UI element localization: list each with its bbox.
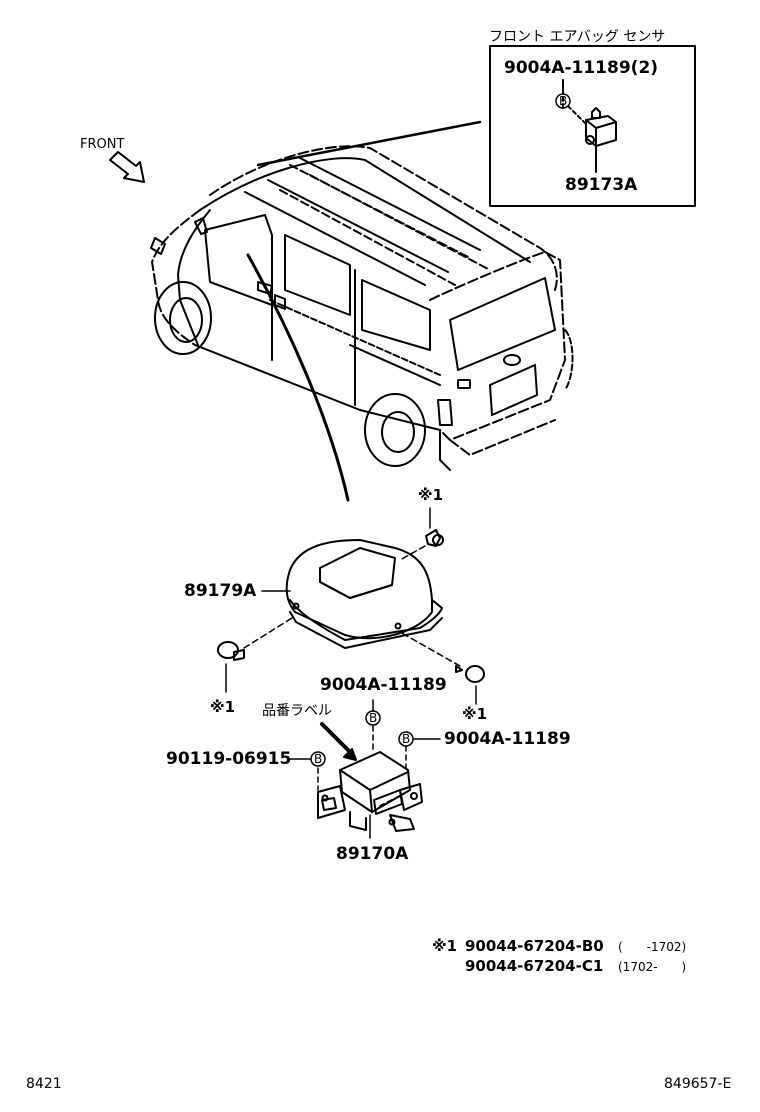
- van-to-cover-leader: [246, 253, 350, 502]
- front-airbag-sensor: [562, 79, 617, 173]
- front-label: FRONT: [80, 137, 125, 152]
- footnote-range-1: ( -1702): [618, 940, 687, 954]
- inset-sensor-part: 89173A: [565, 175, 638, 195]
- van-illustration: [150, 145, 574, 471]
- inset-leader-line: [256, 120, 482, 167]
- bolt-code-letter-inset: B: [559, 94, 568, 108]
- ecu-part-label: 89170A: [336, 844, 409, 864]
- clip-mark-right: ※1: [462, 705, 488, 723]
- clip-left: [217, 617, 293, 693]
- bolt-code-letter-right: B: [402, 732, 411, 746]
- bolt-top-label: 9004A-11189: [320, 675, 447, 695]
- clip-top: [399, 507, 444, 561]
- clip-mark-top: ※1: [418, 486, 444, 504]
- cover-89179a: [285, 539, 443, 649]
- bolt-code-circle-top: [365, 710, 381, 726]
- bolt-code-letter-left: B: [314, 752, 323, 766]
- label-sticker-text: 品番ラベル: [262, 703, 332, 719]
- front-arrow-icon: [109, 151, 145, 183]
- inset-box: [489, 45, 696, 207]
- cover-part-label: 89179A: [184, 581, 257, 601]
- bolt-code-letter-top: B: [369, 711, 378, 725]
- clip-mark-left: ※1: [210, 698, 236, 716]
- inset-bolt-label: 9004A-11189(2): [504, 58, 659, 78]
- bolt-left-label: 90119-06915: [166, 749, 292, 769]
- inset-title: フロント エアバッグ センサ: [489, 29, 666, 45]
- footnote-range-2: (1702- ): [618, 960, 687, 974]
- bolt-code-circle-right: [398, 731, 414, 747]
- footer-left-code: 8421: [26, 1076, 62, 1092]
- footnote-part-1: 90044-67204-B0: [465, 937, 604, 955]
- clip-right: [399, 631, 485, 705]
- footer-right-code: 849657-E: [664, 1076, 732, 1092]
- bolt-code-circle-inset: [555, 93, 571, 109]
- ecu-89170a: [317, 751, 423, 839]
- bolt-code-circle-left: [310, 751, 326, 767]
- footnote-part-2: 90044-67204-C1: [465, 957, 604, 975]
- bolt-right-label: 9004A-11189: [444, 729, 571, 749]
- footnote-mark: ※1: [432, 937, 458, 955]
- label-sticker-arrow: [320, 722, 357, 761]
